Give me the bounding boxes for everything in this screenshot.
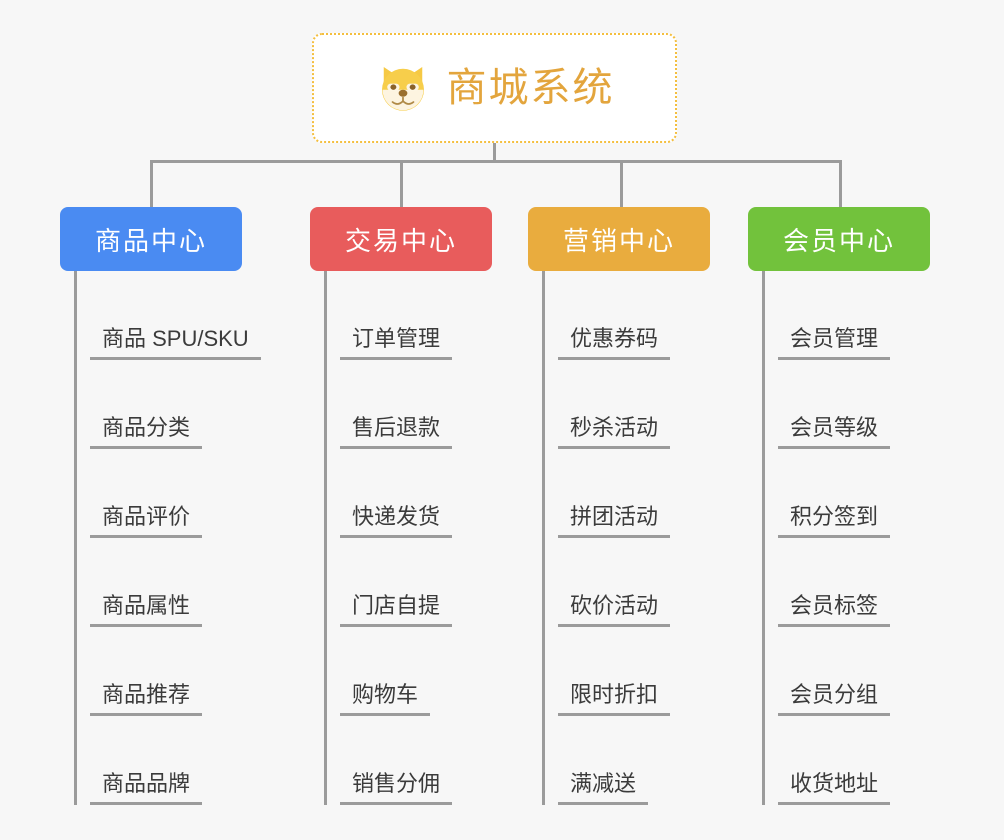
leaf-label: 收货地址 [778,771,891,805]
leaf-item[interactable]: 订单管理 [310,271,525,360]
branch-column-3: 营销中心 优惠券码 秒杀活动 拼团活动 砍价活动 限时折扣 满减送 [528,207,743,805]
leaf-item[interactable]: 会员标签 [748,538,963,627]
leaf-list-1: 商品 SPU/SKU 商品分类 商品评价 商品属性 商品推荐 商品品牌 [60,271,290,805]
leaf-item[interactable]: 限时折扣 [528,627,743,716]
leaf-item[interactable]: 秒杀活动 [528,360,743,449]
branch-spine-3 [542,271,545,805]
leaf-label: 优惠券码 [558,326,671,360]
leaf-label: 快递发货 [340,504,453,538]
leaf-item[interactable]: 会员管理 [748,271,963,360]
branch-column-4: 会员中心 会员管理 会员等级 积分签到 会员标签 会员分组 收货地址 [748,207,963,805]
leaf-label: 商品推荐 [90,682,203,716]
connector-root-down [493,143,496,163]
branch-header-3[interactable]: 营销中心 [528,207,710,271]
leaf-item[interactable]: 商品品牌 [60,716,290,805]
connector-drop-branch-3 [620,160,623,207]
leaf-item[interactable]: 积分签到 [748,449,963,538]
leaf-item[interactable]: 砍价活动 [528,538,743,627]
branch-header-label-3: 营销中心 [562,225,675,256]
leaf-item[interactable]: 满减送 [528,716,743,805]
branch-column-2: 交易中心 订单管理 售后退款 快递发货 门店自提 购物车 销售分佣 [310,207,525,805]
leaf-label: 商品 SPU/SKU [90,326,261,360]
branch-header-2[interactable]: 交易中心 [310,207,492,271]
connector-drop-branch-1 [150,160,153,207]
branch-header-4[interactable]: 会员中心 [748,207,930,271]
leaf-item[interactable]: 销售分佣 [310,716,525,805]
leaf-label: 砍价活动 [558,593,671,627]
shiba-dog-face-icon [381,67,424,111]
leaf-item[interactable]: 会员分组 [748,627,963,716]
root-node[interactable]: 商城系统 [312,33,677,143]
leaf-item[interactable]: 商品推荐 [60,627,290,716]
leaf-item[interactable]: 收货地址 [748,716,963,805]
leaf-item[interactable]: 优惠券码 [528,271,743,360]
leaf-label: 积分签到 [778,504,891,538]
leaf-label: 商品品牌 [90,771,203,805]
leaf-item[interactable]: 会员等级 [748,360,963,449]
leaf-label: 商品属性 [90,593,203,627]
branch-header-label-1: 商品中心 [94,225,207,256]
leaf-label: 会员分组 [778,682,891,716]
leaf-item[interactable]: 快递发货 [310,449,525,538]
branch-spine-4 [762,271,765,805]
leaf-list-3: 优惠券码 秒杀活动 拼团活动 砍价活动 限时折扣 满减送 [528,271,743,805]
branch-header-label-4: 会员中心 [782,225,895,256]
leaf-item[interactable]: 商品属性 [60,538,290,627]
leaf-label: 会员等级 [778,415,891,449]
branch-column-1: 商品中心 商品 SPU/SKU 商品分类 商品评价 商品属性 商品推荐 商品品牌 [60,207,290,805]
leaf-list-2: 订单管理 售后退款 快递发货 门店自提 购物车 销售分佣 [310,271,525,805]
branch-header-1[interactable]: 商品中心 [60,207,242,271]
leaf-label: 售后退款 [340,415,453,449]
leaf-label: 商品分类 [90,415,203,449]
leaf-label: 门店自提 [340,593,453,627]
root-title: 商城系统 [446,66,615,110]
leaf-item[interactable]: 售后退款 [310,360,525,449]
leaf-item[interactable]: 商品评价 [60,449,290,538]
leaf-label: 商品评价 [90,504,203,538]
connector-drop-branch-2 [400,160,403,207]
connector-horizontal-bus [150,160,842,163]
leaf-item[interactable]: 拼团活动 [528,449,743,538]
leaf-label: 购物车 [340,682,431,716]
leaf-label: 限时折扣 [558,682,671,716]
branch-spine-1 [74,271,77,805]
leaf-label: 满减送 [558,771,649,805]
leaf-item[interactable]: 商品分类 [60,360,290,449]
leaf-label: 会员管理 [778,326,891,360]
leaf-item[interactable]: 购物车 [310,627,525,716]
branch-spine-2 [324,271,327,805]
leaf-label: 拼团活动 [558,504,671,538]
branch-header-label-2: 交易中心 [344,225,457,256]
leaf-item[interactable]: 门店自提 [310,538,525,627]
leaf-label: 会员标签 [778,593,891,627]
leaf-label: 秒杀活动 [558,415,671,449]
leaf-list-4: 会员管理 会员等级 积分签到 会员标签 会员分组 收货地址 [748,271,963,805]
leaf-label: 订单管理 [340,326,453,360]
leaf-label: 销售分佣 [340,771,453,805]
connector-drop-branch-4 [839,160,842,207]
leaf-item[interactable]: 商品 SPU/SKU [60,271,290,360]
